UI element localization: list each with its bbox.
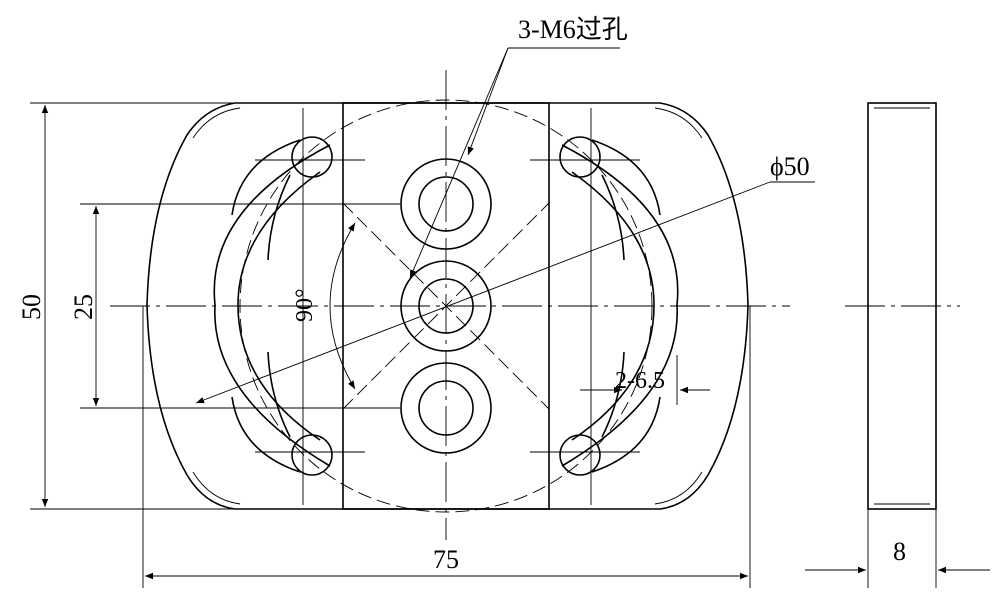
width-label: 75 bbox=[433, 545, 459, 574]
hole-callout: 3-M6过孔 bbox=[518, 15, 628, 44]
angle-label: 90° bbox=[292, 288, 318, 322]
thickness-label: 8 bbox=[893, 537, 906, 566]
angle-dimension bbox=[329, 222, 356, 390]
slot-dimension bbox=[580, 355, 710, 405]
hole-callout-leader bbox=[409, 47, 620, 279]
diameter-callout: ϕ50 bbox=[770, 152, 810, 181]
spacing-label: 25 bbox=[69, 294, 98, 320]
arc-slot-right bbox=[559, 136, 679, 476]
height-label: 50 bbox=[17, 294, 46, 320]
diameter-leader bbox=[195, 181, 815, 404]
side-view bbox=[805, 102, 990, 588]
plate-outline bbox=[146, 102, 749, 510]
center-lines bbox=[110, 70, 790, 540]
width-dimension bbox=[142, 306, 751, 588]
height-dimension bbox=[30, 102, 240, 510]
slot-callout: 2-6.5 bbox=[615, 368, 665, 394]
spacing-dimension bbox=[80, 203, 400, 409]
